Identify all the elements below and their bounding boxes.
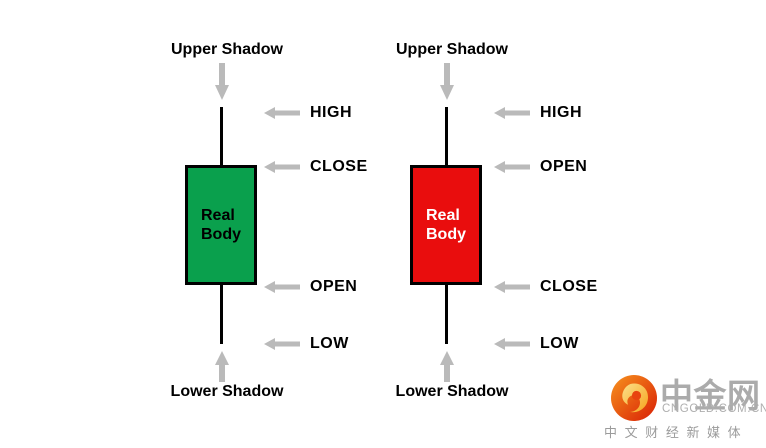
lower-shadow-label: Lower Shadow [170,383,284,400]
price-row-open: OPEN [494,157,587,177]
lower-wick [445,283,448,344]
upper-wick [220,107,223,167]
arrow-left-icon [494,281,530,293]
price-row-close: CLOSE [264,157,368,177]
price-label: HIGH [540,104,582,121]
arrow-left-icon [494,338,530,350]
upper-wick [445,107,448,167]
real-body-label: Real Body [426,207,466,243]
logo-name: 中金网 [660,377,761,414]
upper-shadow-label: Upper Shadow [170,41,283,58]
arrow-left-icon [494,107,530,119]
site-logo: 中金网 CNGOLD.COM.CN 中 文 财 经 新 媒 体 [604,368,766,448]
arrow-down-icon [215,63,229,100]
arrow-left-icon [264,338,300,350]
price-row-high: HIGH [264,103,352,123]
logo-tagline: 中 文 财 经 新 媒 体 [604,425,743,440]
price-row-low: LOW [264,334,349,354]
arrow-left-icon [264,107,300,119]
bearish-real-body: Real Body [410,165,482,285]
price-row-high: HIGH [494,103,582,123]
price-row-close: CLOSE [494,277,598,297]
price-label: CLOSE [310,158,368,175]
price-label: HIGH [310,104,352,121]
price-label: OPEN [540,158,588,175]
arrow-left-icon [264,281,300,293]
price-label: LOW [540,335,579,352]
logo-domain: CNGOLD.COM.CN [662,403,766,415]
real-body-label: Real Body [201,207,241,243]
arrow-up-icon [215,351,229,382]
bullish-real-body: Real Body [185,165,257,285]
price-row-open: OPEN [264,277,357,297]
arrow-left-icon [264,161,300,173]
upper-shadow-label: Upper Shadow [395,41,508,58]
price-label: OPEN [310,278,358,295]
price-label: LOW [310,335,349,352]
price-row-low: LOW [494,334,579,354]
arrow-left-icon [494,161,530,173]
lower-wick [220,283,223,344]
lower-shadow-label: Lower Shadow [395,383,509,400]
price-label: CLOSE [540,278,598,295]
arrow-up-icon [440,351,454,382]
cngold-swirl-icon [611,375,657,421]
arrow-down-icon [440,63,454,100]
